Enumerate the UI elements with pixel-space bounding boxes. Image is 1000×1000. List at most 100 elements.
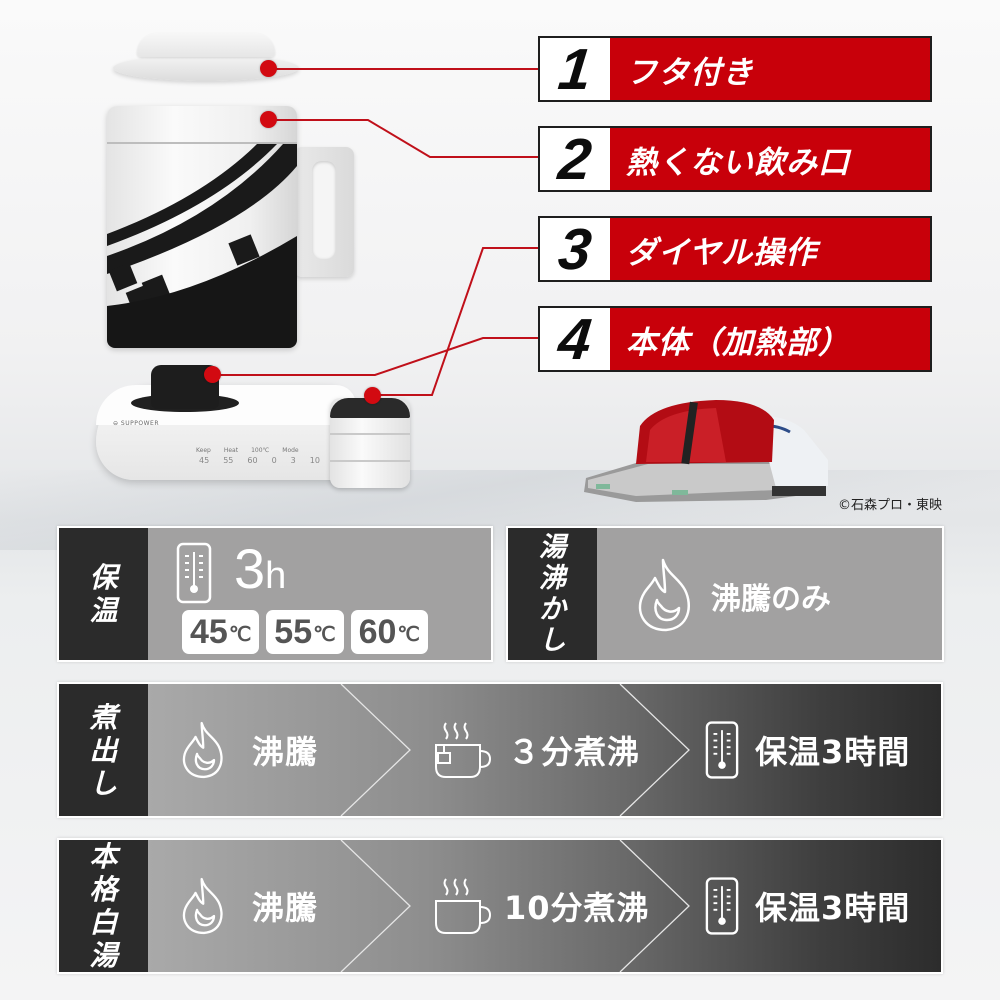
side-char: 湯 — [89, 939, 118, 972]
keep-warm-panel: 保 温 3h 45℃ 55℃ 60℃ — [57, 526, 493, 662]
step-text: ３分煮沸 — [508, 733, 641, 771]
side-char: 白 — [89, 906, 118, 939]
side-char: 沸 — [539, 563, 566, 594]
dial-ring — [330, 433, 410, 435]
dial-label: Keep — [196, 447, 211, 454]
feature-text: ダイヤル操作 — [610, 218, 930, 280]
side-char: し — [89, 766, 118, 800]
feature-number: 3 — [555, 216, 595, 282]
step-arrows — [340, 840, 690, 972]
pointer-dot-lid — [260, 60, 277, 77]
feature-number: 2 — [555, 126, 595, 192]
temperature-chip-45: 45℃ — [182, 610, 260, 654]
shiro-sayu-process-panel: 本 格 白 湯 沸騰 10分煮沸 — [57, 838, 943, 974]
brew-side-label: 煮 出 し — [59, 684, 148, 816]
boil-water-body: 沸騰のみ — [597, 528, 942, 660]
flame-icon — [182, 721, 223, 779]
step-arrows — [340, 684, 690, 816]
dial-value: 60 — [247, 456, 258, 465]
side-char: 湯 — [539, 532, 566, 563]
step-text: 沸騰 — [252, 733, 319, 771]
side-char: 格 — [89, 873, 118, 906]
temperature-chip-55: 55℃ — [266, 610, 344, 654]
pointer-dot-dial — [364, 387, 381, 404]
keep-warm-hours: 3h — [234, 538, 286, 607]
lid — [137, 33, 275, 57]
hours-value: 3 — [234, 537, 266, 600]
brew-steps: 沸騰 ３分煮沸 — [148, 684, 941, 816]
temperature-options: 45℃ 55℃ 60℃ — [182, 610, 428, 654]
feature-label-base: 4 本体（加熱部） — [538, 306, 932, 372]
dial-values: 45 55 60 0 3 10 — [199, 456, 320, 465]
feature-label-lid: 1 フタ付き — [538, 36, 932, 102]
dial-label: Heat — [223, 447, 239, 454]
step-keep-warm: 保温3時間 — [705, 684, 910, 816]
step-text: 10分煮沸 — [504, 889, 650, 927]
dial-ring — [330, 460, 410, 462]
copyright-credit: ©石森プロ・東映 — [838, 498, 943, 513]
product-illustration: ⊖ SUPPOWER Keep Heat 100℃ Mode 45 55 60 … — [0, 0, 540, 500]
control-dial-top — [330, 398, 410, 418]
feature-label-mouth: 2 熱くない飲み口 — [538, 126, 932, 192]
side-char: し — [539, 625, 566, 656]
brand-mark: ⊖ SUPPOWER — [113, 420, 159, 427]
feature-number: 4 — [555, 306, 595, 372]
dial-value: 0 — [271, 456, 277, 465]
feature-label-dial: 3 ダイヤル操作 — [538, 216, 932, 282]
step-simmer: ３分煮沸 — [432, 684, 640, 816]
flame-icon — [182, 877, 223, 935]
side-char: 本 — [89, 840, 118, 873]
feature-number: 1 — [555, 36, 595, 102]
feature-text: 熱くない飲み口 — [610, 128, 930, 190]
temp-value: 45 — [190, 612, 228, 651]
step-text: 沸騰 — [252, 889, 319, 927]
mug-rim-line — [107, 142, 297, 144]
keep-warm-side-label: 保 温 — [59, 528, 148, 660]
thermometer-icon — [176, 542, 212, 604]
dial-value: 10 — [309, 456, 320, 465]
boil-only-text: 沸騰のみ — [711, 582, 831, 617]
pointer-dot-base — [204, 366, 221, 383]
shiro-sayu-steps: 沸騰 10分煮沸 — [148, 840, 941, 972]
step-keep-warm: 保温3時間 — [705, 840, 910, 972]
mug-handle — [294, 147, 354, 277]
feature-text: 本体（加熱部） — [610, 308, 930, 370]
step-boil: 沸騰 — [180, 840, 318, 972]
temp-unit: ℃ — [313, 623, 336, 646]
temp-value: 55 — [274, 612, 313, 651]
feature-text: フタ付き — [610, 38, 930, 100]
temp-unit: ℃ — [228, 623, 252, 646]
train-character-image — [584, 400, 828, 502]
dial-value: 55 — [223, 456, 234, 465]
flame-icon — [638, 558, 690, 632]
thermometer-icon — [705, 721, 739, 779]
temp-value: 60 — [358, 612, 397, 651]
step-text: 保温3時間 — [755, 889, 911, 927]
boil-water-panel: 湯 沸 か し 沸騰のみ — [506, 526, 944, 662]
pointer-dot-mouth — [260, 111, 277, 128]
side-char: か — [539, 594, 566, 625]
step-text: 保温3時間 — [755, 733, 911, 771]
side-char: 保 — [89, 561, 118, 594]
brew-process-panel: 煮 出 し 沸騰 ３分煮沸 — [57, 682, 943, 818]
dial-labels: Keep Heat 100℃ Mode — [196, 447, 299, 454]
tea-cup-icon — [435, 722, 492, 778]
cup-icon — [435, 878, 492, 934]
temp-unit: ℃ — [397, 623, 420, 646]
checker-pattern — [107, 144, 297, 348]
mug-body — [107, 106, 297, 348]
hours-unit: h — [265, 555, 287, 597]
side-char: 出 — [89, 733, 118, 767]
dial-value: 45 — [199, 456, 210, 465]
side-char: 温 — [89, 594, 118, 627]
dial-value: 3 — [290, 456, 296, 465]
temperature-chip-60: 60℃ — [350, 610, 428, 654]
thermometer-icon — [705, 877, 739, 935]
side-char: 煮 — [89, 700, 118, 734]
step-simmer: 10分煮沸 — [432, 840, 650, 972]
boil-water-side-label: 湯 沸 か し — [508, 528, 597, 660]
keep-warm-body: 3h 45℃ 55℃ 60℃ — [148, 528, 491, 660]
step-boil: 沸騰 — [180, 684, 318, 816]
dial-label: Mode — [282, 447, 299, 454]
shiro-sayu-side-label: 本 格 白 湯 — [59, 840, 148, 972]
